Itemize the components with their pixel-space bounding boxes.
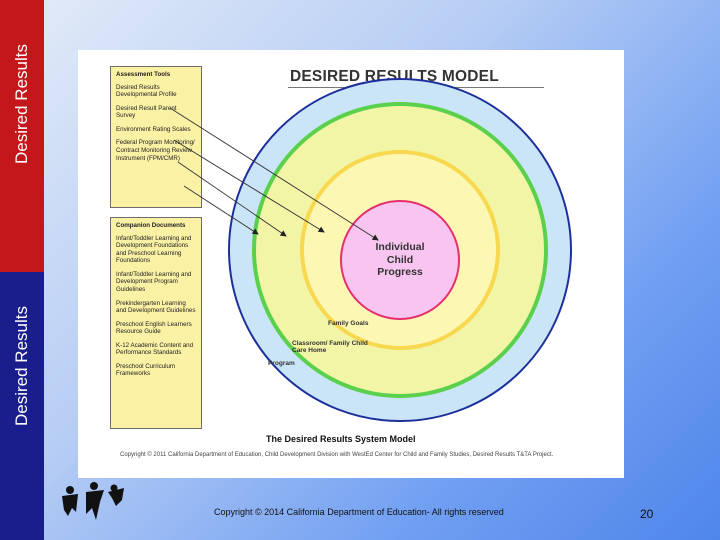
system-model-caption: The Desired Results System Model <box>266 434 416 444</box>
handprint-logo-icon <box>62 482 124 520</box>
center-ring <box>340 200 460 320</box>
companion-documents-box: Companion Documents Infant/Toddler Learn… <box>110 217 202 429</box>
assessment-tool-item: Desired Result Parent Survey <box>116 104 177 120</box>
arrow-to-classroom <box>177 161 287 237</box>
slide-copyright: Copyright © 2014 California Department o… <box>214 507 504 517</box>
companion-documents-heading: Companion Documents <box>116 222 186 229</box>
companion-document-item: Preschool English Learners Resource Guid… <box>116 320 192 336</box>
arrow-to-family-goals <box>173 139 325 233</box>
arrows-layer <box>169 107 379 241</box>
sidebar-top-label: Desired Results <box>12 44 31 164</box>
companion-document-item: Prekindergarten Learning and Development… <box>116 299 196 315</box>
classroom-label: Classroom/ Family Child Care Home <box>292 340 368 355</box>
assessment-tool-item: Federal Program Monitoring/ Contract Mon… <box>116 139 195 162</box>
assessment-tools-heading: Assessment Tools <box>116 71 171 78</box>
companion-document-item: Infant/Toddler Learning and Development … <box>116 270 192 293</box>
diagram-title: DESIRED RESULTS MODEL <box>290 68 499 85</box>
companion-document-item: K-12 Academic Content and Performance St… <box>116 341 194 357</box>
family-goals-label: Family Goals <box>328 320 369 327</box>
vertical-sidebar: Desired Results Desired Results <box>0 0 44 540</box>
diagram-panel: Assessment Tools Desired Results Develop… <box>78 50 624 478</box>
companion-document-item: Preschool Curriculum Frameworks <box>116 362 176 378</box>
page-number: 20 <box>640 507 654 521</box>
assessment-tools-box: Assessment Tools Desired Results Develop… <box>110 66 202 208</box>
assessment-tool-item: Desired Results Developmental Profile <box>116 83 177 99</box>
center-label: Individual Child Progress <box>375 241 425 279</box>
sidebar-top-band: Desired Results <box>0 0 44 272</box>
assessment-tool-item: Environment Rating Scales <box>116 125 191 133</box>
program-label: Program <box>268 360 295 367</box>
arrow-to-program <box>183 185 259 235</box>
arrow-to-child-progress <box>169 107 379 241</box>
sidebar-bottom-label: Desired Results <box>12 306 31 426</box>
companion-document-item: Infant/Toddler Learning and Development … <box>116 234 192 265</box>
sidebar-bottom-band: Desired Results <box>0 272 44 540</box>
figure-copyright: Copyright © 2011 California Department o… <box>120 452 554 458</box>
